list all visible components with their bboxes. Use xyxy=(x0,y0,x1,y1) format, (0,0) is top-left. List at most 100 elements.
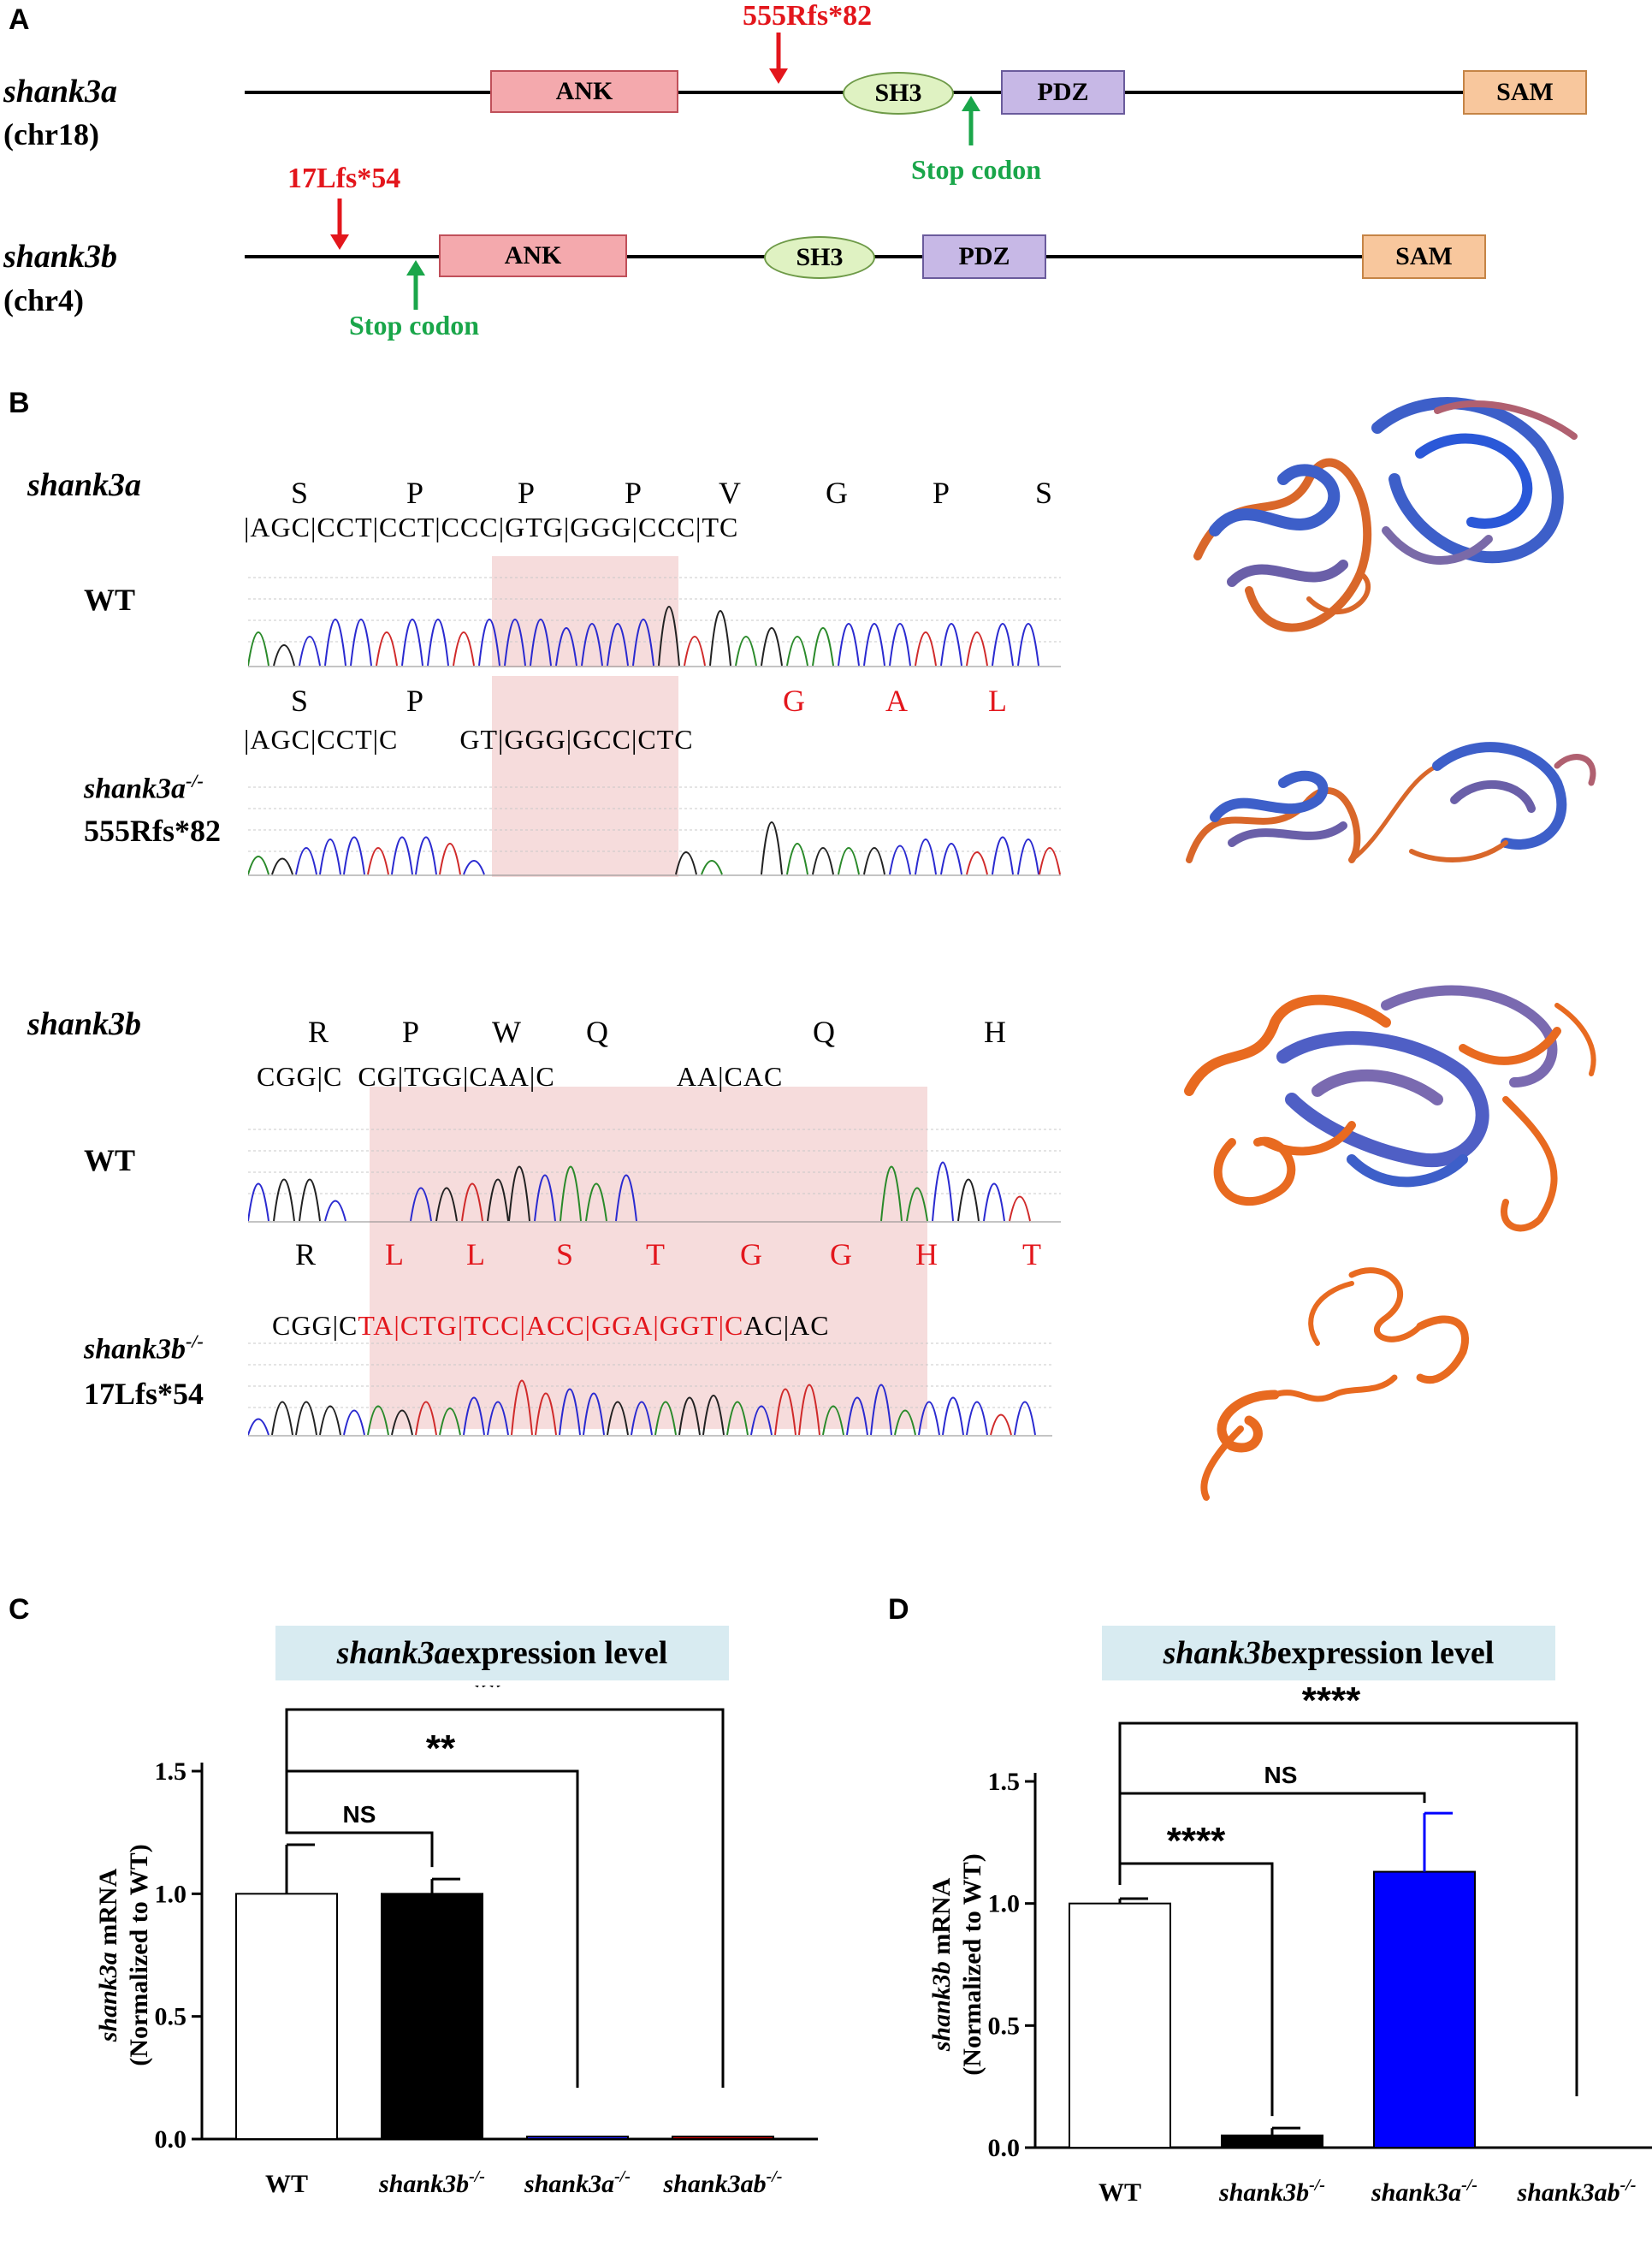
domain-sh3-shank3a: SH3 xyxy=(843,72,954,115)
aa: G xyxy=(826,476,848,510)
protein-structure-wt-shank3a xyxy=(1193,397,1578,632)
aa: R xyxy=(308,1015,329,1049)
stop-arrow-shank3a xyxy=(962,96,980,145)
x-tick-label: WT xyxy=(1098,2178,1141,2207)
seq-gene-shank3a: shank3a xyxy=(27,467,142,503)
chart-c-title: shank3a expression level xyxy=(275,1626,729,1680)
wt-seq-shank3b: CGG|C CG|TGG|CAA|C AA|CAC xyxy=(257,1061,784,1092)
aa-mutant: G xyxy=(830,1237,852,1271)
bar xyxy=(235,1893,338,2140)
stop-arrow-shank3b xyxy=(406,260,425,310)
aa-mutant: T xyxy=(646,1237,665,1271)
insertion-highlight-shank3b xyxy=(370,1087,927,1429)
bar xyxy=(1221,2134,1323,2149)
aa: H xyxy=(984,1015,1006,1049)
y-axis-label: shank3a mRNA xyxy=(94,1868,122,2042)
x-tick-label: shank3b-/- xyxy=(378,2167,485,2198)
domain-pdz-shank3b: PDZ xyxy=(922,234,1046,279)
aa: S xyxy=(1035,476,1053,510)
aa: W xyxy=(492,1015,521,1049)
mut-code-shank3b: 17Lfs*54 xyxy=(84,1377,204,1411)
y-axis-label-2: (Normalized to WT) xyxy=(125,1844,153,2065)
highlight-region xyxy=(492,556,678,667)
mut-aa-row-shank3b: R L L S T G G H T xyxy=(248,1236,1061,1271)
domain-sh3-shank3b: SH3 xyxy=(764,236,875,279)
chromatogram-mut-shank3a xyxy=(248,786,1061,876)
aa: P xyxy=(625,476,642,510)
bar xyxy=(526,2136,629,2140)
x-tick-label: shank3b-/- xyxy=(1218,2176,1325,2207)
wt-seq-shank3a: |AGC|CCT|CCT|CCC|GTG|GGG|CCC|TC xyxy=(244,512,739,542)
chromatogram-wt-shank3a xyxy=(248,556,1061,667)
stop-label-shank3b: Stop codon xyxy=(349,310,480,341)
significance-label: NS xyxy=(343,1801,376,1828)
y-tick-label: 0.0 xyxy=(988,2134,1021,2162)
gene-chr-shank3a: (chr18) xyxy=(3,117,99,151)
y-tick-label: 1.5 xyxy=(988,1768,1021,1796)
domain-ank-shank3a: ANK xyxy=(490,70,678,113)
gene-chr-shank3b: (chr4) xyxy=(3,283,84,317)
gene-name-shank3b: shank3b xyxy=(3,239,118,275)
bar xyxy=(1069,1902,1171,2149)
mutation-arrow-shank3b xyxy=(330,199,349,250)
y-axis-label: shank3b mRNA xyxy=(927,1877,956,2052)
significance-label: NS xyxy=(1264,1762,1298,1788)
aa-mutant: G xyxy=(740,1237,762,1271)
aa-mutant: H xyxy=(915,1237,938,1271)
x-tick-label: WT xyxy=(265,2170,308,2198)
protein-structure-mut-shank3b xyxy=(1200,1267,1470,1501)
y-tick-label: 1.0 xyxy=(988,1890,1021,1918)
significance-bracket xyxy=(285,1708,725,2088)
aa-mutant: G xyxy=(783,684,805,718)
bar xyxy=(672,2136,774,2140)
bar xyxy=(1373,1870,1476,2148)
bar xyxy=(381,1893,483,2140)
x-tick-label: shank3ab-/- xyxy=(1517,2176,1637,2207)
mutation-arrow-shank3a xyxy=(769,33,788,84)
aa: Q xyxy=(813,1015,835,1049)
protein-structure-wt-shank3b xyxy=(1184,985,1596,1232)
mut-seq-shank3b: CGG|CTA|CTG|TCC|ACC|GGA|GGT|CAC|AC xyxy=(272,1310,830,1341)
aa-mutant: T xyxy=(1022,1237,1041,1271)
mut-seq-shank3a: |AGC|CCT|C GT|GGG|GCC|CTC xyxy=(244,724,694,755)
significance-label: **** xyxy=(1167,1820,1226,1862)
seq-gene-shank3b: shank3b xyxy=(27,1006,142,1042)
aa: S xyxy=(291,476,309,510)
aa: V xyxy=(719,476,741,510)
domain-sam-shank3a: SAM xyxy=(1463,70,1587,115)
y-tick-label: 0.0 xyxy=(155,2125,187,2154)
protein-structure-mut-shank3a xyxy=(1186,742,1596,863)
aa-mutant: S xyxy=(556,1237,574,1271)
aa: R xyxy=(295,1237,317,1271)
aa: P xyxy=(406,476,424,510)
domain-ank-shank3b: ANK xyxy=(439,234,627,277)
aa-mutant: L xyxy=(466,1237,485,1271)
panel-c-label: C xyxy=(9,1593,30,1626)
aa: S xyxy=(291,684,309,718)
aa: Q xyxy=(586,1015,608,1049)
significance-label: ** xyxy=(473,1686,503,1708)
x-tick-label: shank3a-/- xyxy=(524,2167,631,2198)
wt-label-shank3a: WT xyxy=(84,583,136,617)
deletion-highlight-shank3a xyxy=(492,676,678,877)
x-tick-label: shank3a-/- xyxy=(1371,2176,1477,2207)
gene-name-shank3a: shank3a xyxy=(3,74,118,110)
aa-mutant: A xyxy=(885,684,908,718)
aa-mutant: L xyxy=(385,1237,404,1271)
mutation-label-shank3b: 17Lfs*54 xyxy=(287,163,401,194)
domain-sam-shank3b: SAM xyxy=(1362,234,1486,279)
significance-label: ** xyxy=(426,1728,456,1769)
panel-a-label: A xyxy=(9,3,30,36)
mutation-label-shank3a: 555Rfs*82 xyxy=(743,0,873,32)
aa-mutant: L xyxy=(988,684,1007,718)
chromatogram-wt-shank3b xyxy=(248,1129,1061,1223)
y-tick-label: 0.5 xyxy=(988,2012,1021,2040)
significance-bracket xyxy=(285,1831,434,1868)
y-tick-label: 1.5 xyxy=(155,1757,187,1786)
panel-d-label: D xyxy=(888,1593,909,1626)
y-tick-label: 0.5 xyxy=(155,2003,187,2031)
significance-bracket xyxy=(1118,1722,1578,2096)
x-tick-label: shank3ab-/- xyxy=(663,2167,783,2198)
